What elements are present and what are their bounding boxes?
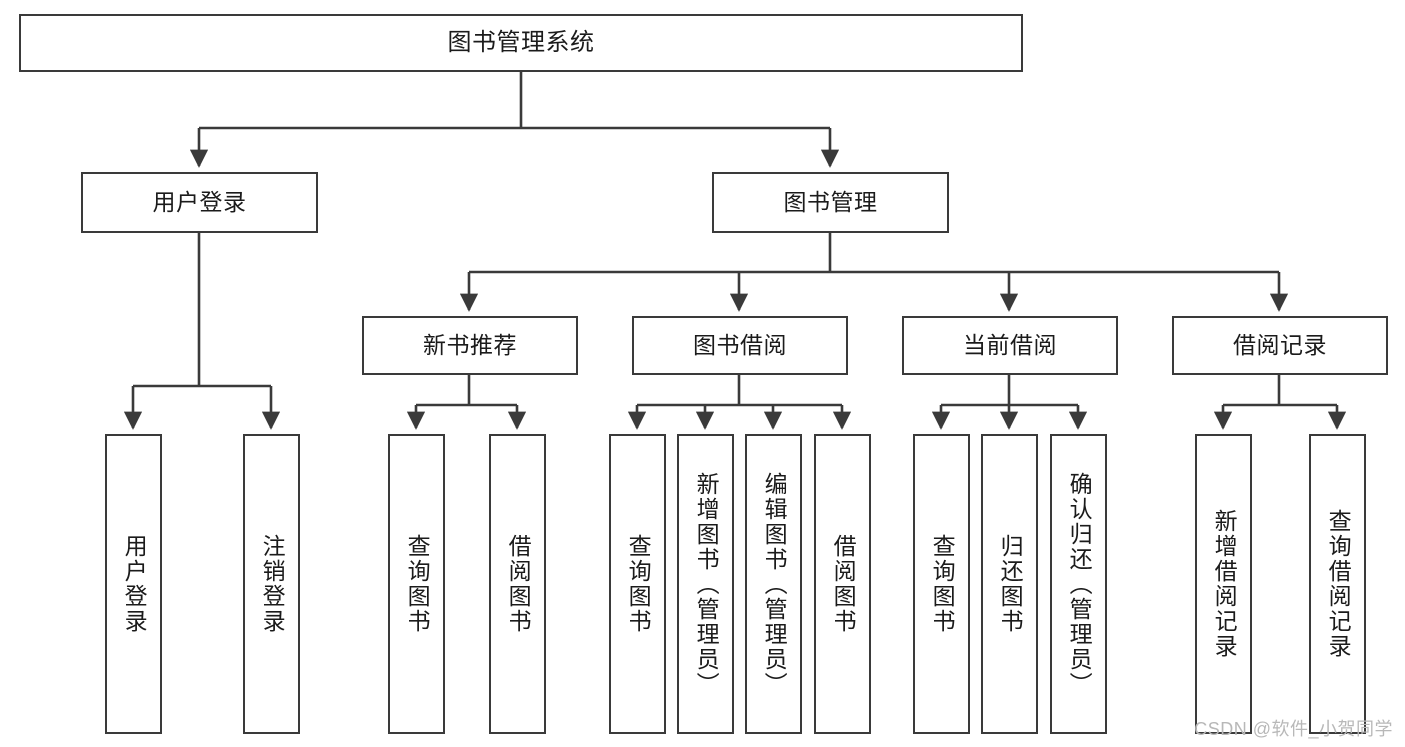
node-current-borrow[interactable]: 当前借阅 [902, 316, 1118, 375]
node-leaf-borrow-book-bb[interactable]: 借阅图书 [814, 434, 871, 734]
node-leaf-borrow-book-nb[interactable]: 借阅图书 [489, 434, 546, 734]
csdn-watermark: CSDN @软件_小贺同学 [1194, 719, 1393, 739]
node-leaf-borrow-book-bb-label: 借阅图书 [830, 534, 857, 634]
node-book-management-label: 图书管理 [783, 188, 878, 215]
node-leaf-confirm-return-label: 确认归还（管理员） [1066, 471, 1093, 697]
node-leaf-query-book-nb[interactable]: 查询图书 [388, 434, 445, 734]
node-user-login[interactable]: 用户登录 [81, 172, 318, 233]
node-user-login-label: 用户登录 [152, 188, 247, 215]
node-book-borrow[interactable]: 图书借阅 [632, 316, 848, 375]
node-new-book-recommend-label: 新书推荐 [423, 331, 517, 358]
node-leaf-query-book-bb-label: 查询图书 [625, 534, 652, 634]
node-leaf-edit-book[interactable]: 编辑图书（管理员） [745, 434, 802, 734]
node-book-borrow-label: 图书借阅 [693, 331, 787, 358]
node-leaf-query-book-nb-label: 查询图书 [404, 534, 431, 634]
node-leaf-query-book-cb[interactable]: 查询图书 [913, 434, 970, 734]
node-root-system[interactable]: 图书管理系统 [19, 14, 1023, 72]
node-leaf-query-borrow-record-label: 查询借阅记录 [1325, 509, 1352, 659]
node-leaf-query-borrow-record[interactable]: 查询借阅记录 [1309, 434, 1366, 734]
node-leaf-logout[interactable]: 注销登录 [243, 434, 300, 734]
node-borrow-records[interactable]: 借阅记录 [1172, 316, 1388, 375]
node-leaf-query-book-cb-label: 查询图书 [929, 534, 956, 634]
node-leaf-add-book-label: 新增图书（管理员） [693, 471, 720, 697]
node-leaf-user-login-label: 用户登录 [121, 534, 148, 634]
node-leaf-logout-label: 注销登录 [259, 534, 286, 634]
node-book-management[interactable]: 图书管理 [712, 172, 949, 233]
node-leaf-edit-book-label: 编辑图书（管理员） [761, 471, 788, 697]
node-leaf-borrow-book-nb-label: 借阅图书 [505, 534, 532, 634]
node-leaf-confirm-return[interactable]: 确认归还（管理员） [1050, 434, 1107, 734]
node-current-borrow-label: 当前借阅 [963, 331, 1057, 358]
node-root-label: 图书管理系统 [447, 28, 595, 56]
node-borrow-records-label: 借阅记录 [1233, 331, 1327, 358]
node-leaf-return-book[interactable]: 归还图书 [981, 434, 1038, 734]
node-leaf-add-borrow-record[interactable]: 新增借阅记录 [1195, 434, 1252, 734]
node-new-book-recommend[interactable]: 新书推荐 [362, 316, 578, 375]
node-leaf-query-book-bb[interactable]: 查询图书 [609, 434, 666, 734]
node-leaf-user-login[interactable]: 用户登录 [105, 434, 162, 734]
node-leaf-return-book-label: 归还图书 [997, 534, 1024, 634]
node-leaf-add-borrow-record-label: 新增借阅记录 [1211, 509, 1238, 659]
node-leaf-add-book[interactable]: 新增图书（管理员） [677, 434, 734, 734]
